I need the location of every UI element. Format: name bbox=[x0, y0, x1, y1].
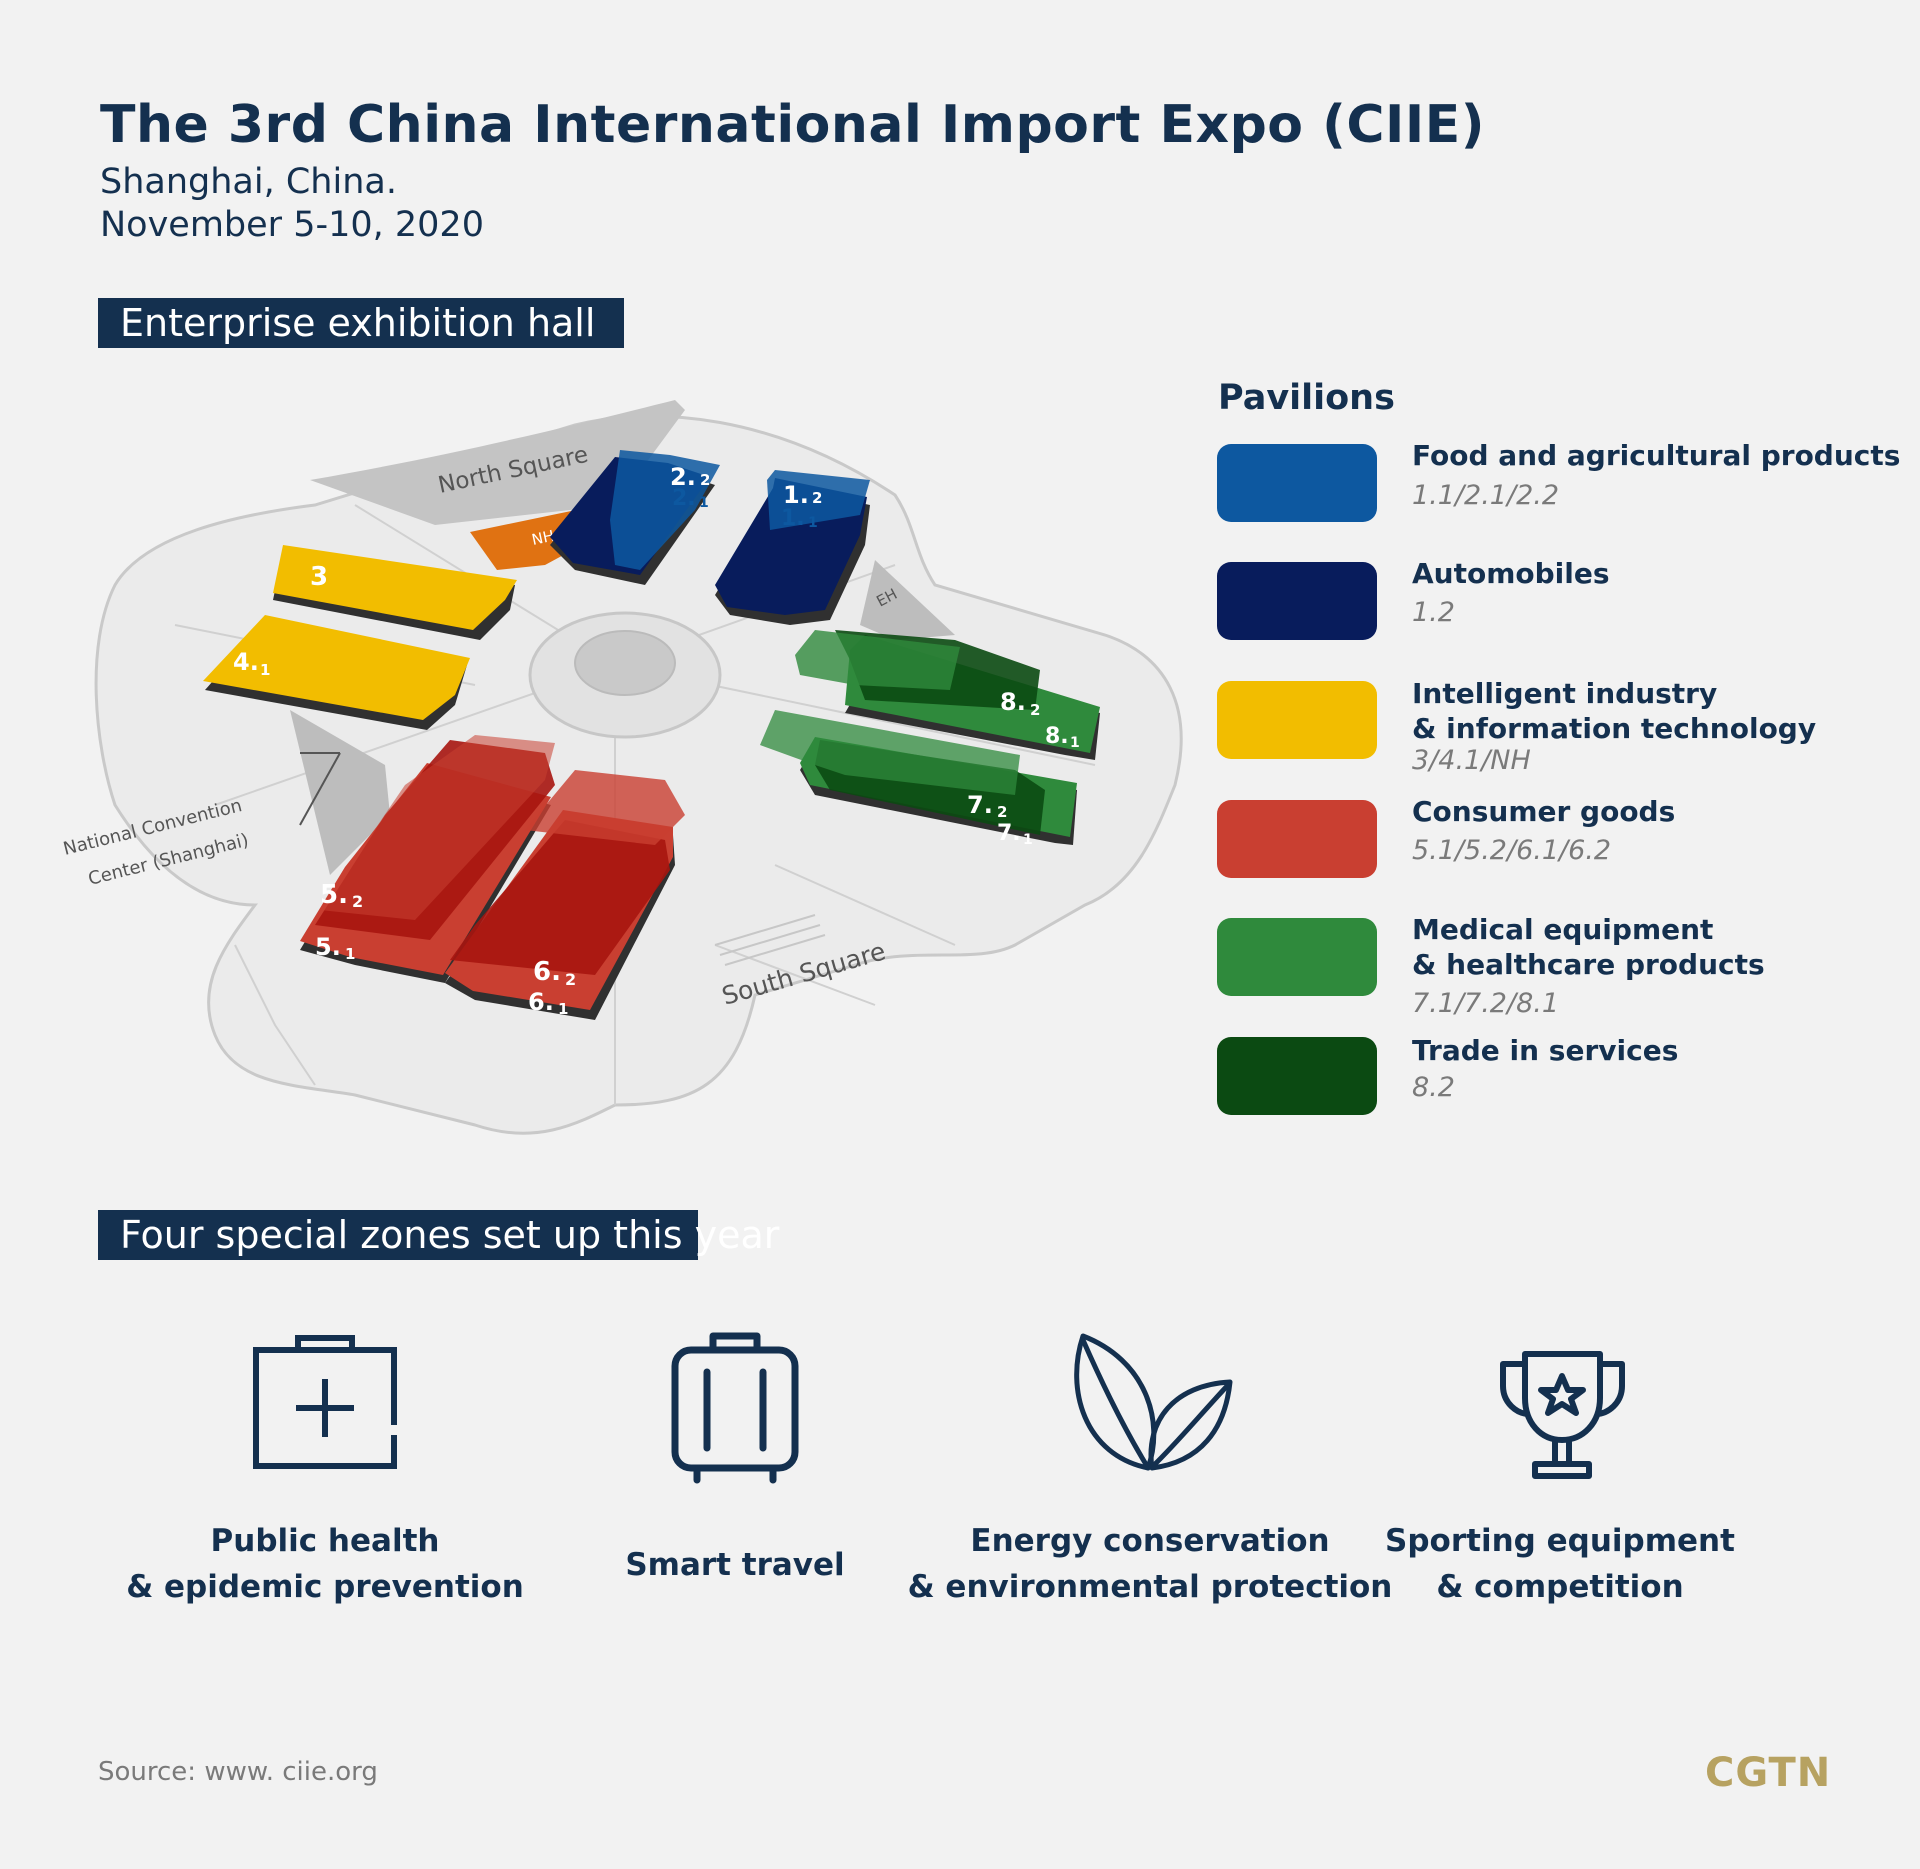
first-aid-kit-icon bbox=[253, 1335, 397, 1469]
hall-7-2-label-main: 7. bbox=[967, 791, 993, 819]
hall-8-2-label-sub: 2 bbox=[1030, 701, 1040, 719]
hall-6-1-label-sub: 1 bbox=[558, 1000, 568, 1018]
hall-7-1-overlay bbox=[760, 710, 1020, 795]
hall-5-1-label-main: 5. bbox=[315, 933, 341, 961]
hall-2-1-label-sub: 1 bbox=[699, 495, 709, 511]
trophy-icon bbox=[1500, 1351, 1625, 1479]
legend-halls-medical: 7.1/7.2/8.1 bbox=[1412, 988, 1560, 1019]
zone-public-health-line2: & epidemic prevention bbox=[126, 1569, 524, 1605]
hall-2-2-label-main: 2. bbox=[670, 463, 696, 491]
hall-6-2-label-main: 6. bbox=[533, 957, 561, 987]
hall-3[interactable] bbox=[273, 545, 517, 640]
legend-label-food: Food and agricultural products bbox=[1412, 439, 1901, 472]
section-banner-exhibition-hall: Enterprise exhibition hall bbox=[98, 298, 624, 348]
hall-7-1-label-main: 7. bbox=[997, 821, 1021, 846]
venue-map: North Square NH EH National Convention C… bbox=[61, 400, 1183, 1135]
hall-6-2-overlay bbox=[525, 770, 685, 845]
zone-sporting-equipment: Sporting equipment & competition bbox=[1385, 1518, 1735, 1610]
hall-5-2-overlay bbox=[320, 735, 555, 920]
legend-label-automobiles: Automobiles bbox=[1412, 557, 1610, 590]
hall-1-2-label-sub: 2 bbox=[812, 489, 822, 507]
legend-label-consumer-goods: Consumer goods bbox=[1412, 795, 1676, 828]
hall-8-1-label-main: 8. bbox=[1045, 724, 1069, 749]
nh-label: NH bbox=[530, 527, 556, 549]
zone-smart-travel-line1: Smart travel bbox=[625, 1547, 845, 1583]
legend-swatch-automobiles bbox=[1217, 562, 1377, 640]
eh-building bbox=[860, 560, 955, 640]
hall-1-1-label-sub: 1 bbox=[808, 515, 818, 531]
hall-4-1-label-main: 4. bbox=[233, 648, 259, 676]
page-title: The 3rd China International Import Expo … bbox=[100, 95, 1486, 155]
south-square-lines bbox=[714, 914, 826, 966]
legend-label-intelligent-industry: Intelligent industry bbox=[1412, 677, 1718, 710]
legend-label-trade-services: Trade in services bbox=[1412, 1034, 1679, 1067]
zone-energy-line2: & environmental protection bbox=[907, 1569, 1393, 1605]
legend-swatch-intelligent-industry bbox=[1217, 681, 1377, 759]
hall-2-2-label-sub: 2 bbox=[700, 471, 710, 489]
event-location: Shanghai, China. bbox=[100, 162, 397, 202]
hall-5-1-label-sub: 1 bbox=[345, 945, 355, 963]
central-plaza-hole bbox=[574, 630, 676, 696]
legend-swatch-consumer-goods bbox=[1217, 800, 1377, 878]
hall-6-2-label-sub: 2 bbox=[565, 970, 576, 989]
hall-6-1-label-main: 6. bbox=[528, 988, 554, 1016]
hall-5-2-label-main: 5. bbox=[320, 880, 348, 910]
legend-halls-automobiles: 1.2 bbox=[1412, 597, 1455, 628]
legend-label-medical: Medical equipment bbox=[1412, 913, 1714, 946]
zone-energy-conservation: Energy conservation & environmental prot… bbox=[880, 1518, 1420, 1610]
hall-4-1-label-sub: 1 bbox=[260, 661, 270, 679]
hall-7-2-label-sub: 2 bbox=[997, 803, 1007, 821]
hall-1-2[interactable] bbox=[767, 470, 870, 530]
section-banner-special-zones: Four special zones set up this year bbox=[98, 1210, 779, 1260]
hall-4-1[interactable] bbox=[203, 615, 470, 730]
ncc-building bbox=[290, 710, 390, 875]
legend-swatch-food bbox=[1217, 444, 1377, 522]
source-credit: Source: www. ciie.org bbox=[98, 1757, 378, 1787]
hall-6-2[interactable] bbox=[450, 820, 670, 975]
legend-halls-trade-services: 8.2 bbox=[1412, 1072, 1455, 1103]
ncc-pointer-line bbox=[299, 752, 341, 826]
zone-smart-travel: Smart travel bbox=[560, 1542, 910, 1588]
event-dates: November 5-10, 2020 bbox=[100, 205, 484, 245]
hall-8-2-label-main: 8. bbox=[1000, 688, 1026, 716]
leaves-icon bbox=[1074, 1333, 1233, 1471]
legend-title: Pavilions bbox=[1218, 378, 1395, 418]
suitcase-icon bbox=[671, 1332, 799, 1484]
hall-5-2-label-sub: 2 bbox=[352, 892, 363, 911]
zone-public-health: Public health & epidemic prevention bbox=[100, 1518, 550, 1610]
hall-8-1-overlay bbox=[795, 630, 960, 690]
zone-public-health-line1: Public health bbox=[210, 1523, 440, 1559]
zone-sporting-line1: Sporting equipment bbox=[1385, 1523, 1735, 1559]
hall-2-1-label-main: 2. bbox=[672, 486, 696, 511]
hall-1-2-label-main: 1. bbox=[783, 481, 809, 509]
legend-halls-consumer-goods: 5.1/5.2/6.1/6.2 bbox=[1412, 835, 1612, 866]
legend-swatch-medical bbox=[1217, 918, 1377, 996]
legend-halls-intelligent-industry: 3/4.1/NH bbox=[1412, 745, 1531, 776]
legend-swatch-trade-services bbox=[1217, 1037, 1377, 1115]
legend-label-intelligent-industry-line2: & information technology bbox=[1412, 712, 1817, 745]
hall-7-1-label-sub: 1 bbox=[1023, 832, 1033, 848]
cgtn-logo: CGTN bbox=[1705, 1750, 1832, 1796]
legend-label-medical-line2: & healthcare products bbox=[1412, 948, 1765, 981]
zone-sporting-line2: & competition bbox=[1436, 1569, 1684, 1605]
hall-3-label: 3 bbox=[310, 562, 328, 592]
hall-2-2[interactable] bbox=[610, 450, 720, 570]
hall-8-1-label-sub: 1 bbox=[1070, 735, 1080, 751]
legend-halls-food: 1.1/2.1/2.2 bbox=[1412, 480, 1560, 511]
zone-energy-line1: Energy conservation bbox=[970, 1523, 1330, 1559]
hall-1-1-label-main: 1. bbox=[781, 506, 805, 531]
